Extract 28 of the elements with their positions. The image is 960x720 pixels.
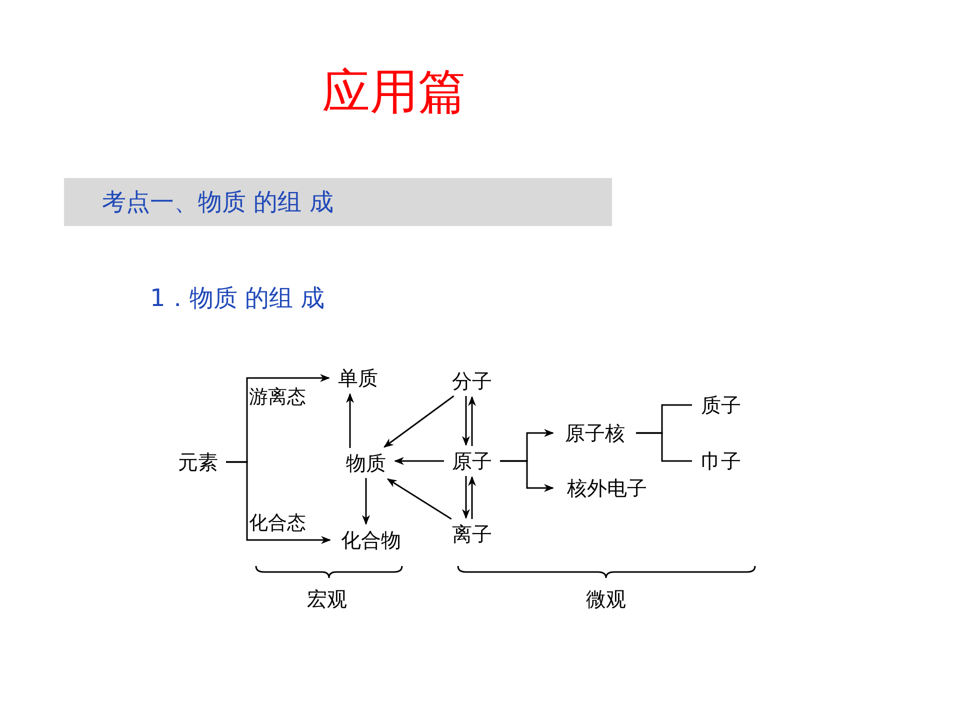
brace-label: 微观 (586, 586, 626, 612)
term-label: 单质 (332, 365, 384, 391)
subheading: 1．物质 的组 成 (150, 283, 325, 314)
term-label: 元素 (172, 449, 224, 475)
arrow (386, 478, 452, 520)
brace-label: 宏观 (307, 586, 347, 612)
arrow (462, 476, 470, 519)
term-label: 原子核 (556, 420, 634, 446)
arrow (362, 478, 370, 525)
term-label: 巾子 (695, 448, 747, 474)
term-label: 化合物 (333, 527, 409, 553)
arrow (383, 395, 454, 448)
arrow (468, 476, 476, 519)
term-label: 分子 (446, 368, 498, 394)
arrow (394, 457, 444, 465)
section-heading: 考点一、物质 的组 成 (64, 178, 612, 226)
term-label: 质子 (695, 392, 747, 418)
page-title: 应用篇 (322, 63, 466, 122)
arrow (500, 460, 554, 492)
term-label: 原子 (446, 448, 498, 474)
arrow (462, 396, 470, 446)
arrow (468, 396, 476, 446)
term-label: 核外电子 (556, 475, 658, 501)
term-label: 离子 (446, 521, 498, 547)
term-label: 物质 (340, 450, 392, 476)
edge-label: 化合态 (249, 511, 306, 535)
arrow (346, 393, 354, 448)
arrow (226, 461, 331, 544)
